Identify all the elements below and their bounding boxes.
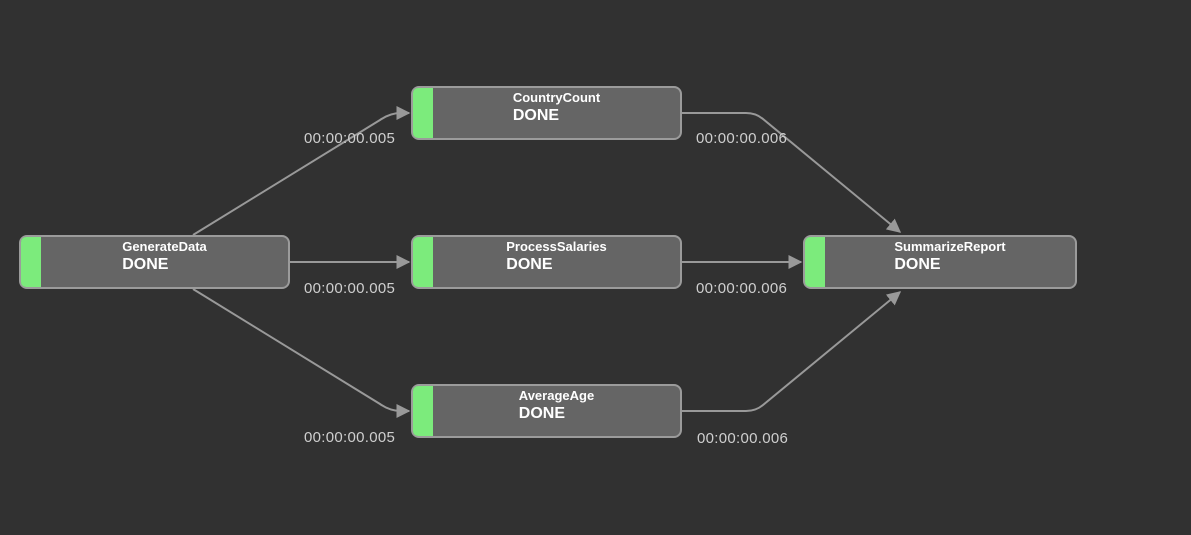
status-done-bar bbox=[413, 88, 433, 138]
edge-duration-label: 00:00:00.005 bbox=[304, 429, 396, 446]
node-title: SummarizeReport bbox=[894, 239, 1006, 254]
node-status: DONE bbox=[512, 107, 560, 124]
node-averageage[interactable]: AverageAge DONE bbox=[411, 384, 682, 438]
edge-duration-label: 00:00:00.006 bbox=[697, 430, 789, 447]
edge-duration-label: 00:00:00.005 bbox=[304, 130, 396, 147]
node-title: GenerateData bbox=[122, 239, 207, 254]
status-done-bar bbox=[805, 237, 825, 287]
status-done-bar bbox=[21, 237, 41, 287]
edge-averageage-summarizereport bbox=[682, 291, 902, 412]
status-done-bar bbox=[413, 237, 433, 287]
edge-generatedata-countrycount bbox=[192, 106, 411, 236]
edge-duration-label: 00:00:00.005 bbox=[304, 280, 396, 297]
node-status: DONE bbox=[518, 405, 566, 422]
node-countrycount[interactable]: CountryCount DONE bbox=[411, 86, 682, 140]
node-status: DONE bbox=[122, 256, 169, 273]
node-processsalaries[interactable]: ProcessSalaries DONE bbox=[411, 235, 682, 289]
edge-countrycount-summarizereport bbox=[682, 112, 902, 233]
edge-duration-label: 00:00:00.006 bbox=[696, 130, 788, 147]
node-title: AverageAge bbox=[518, 388, 595, 403]
edge-duration-label: 00:00:00.006 bbox=[696, 280, 788, 297]
node-summarizereport[interactable]: SummarizeReport DONE bbox=[803, 235, 1077, 289]
edge-generatedata-averageage bbox=[192, 288, 411, 418]
node-title: CountryCount bbox=[512, 90, 601, 105]
status-done-bar bbox=[413, 386, 433, 436]
node-generatedata[interactable]: GenerateData DONE bbox=[19, 235, 290, 289]
node-status: DONE bbox=[506, 256, 553, 273]
node-title: ProcessSalaries bbox=[506, 239, 607, 254]
node-status: DONE bbox=[894, 256, 941, 273]
